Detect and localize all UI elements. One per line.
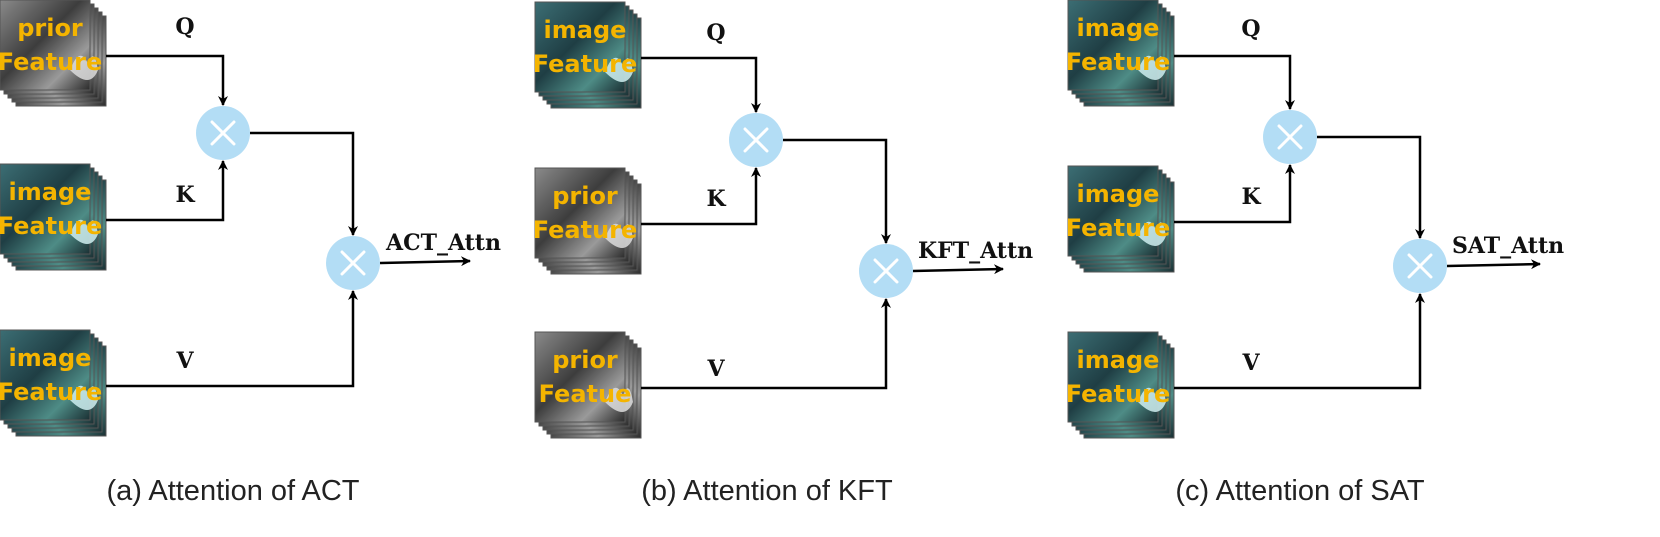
edge-label-q: Q: [1241, 16, 1260, 42]
coral-highlight: [70, 55, 98, 80]
output-arrow: [379, 256, 471, 267]
q-edge: [106, 54, 228, 106]
output-label: SAT_Attn: [1452, 233, 1564, 259]
tile-label: Feature: [1066, 214, 1171, 242]
feature-tile: [0, 163, 91, 255]
tile-label: prior: [552, 182, 618, 210]
feature-tile: [0, 0, 91, 91]
edge-label-k: K: [706, 186, 726, 212]
output-label: ACT_Attn: [385, 230, 501, 256]
output-arrow: [1446, 259, 1541, 270]
feature-tile: [0, 329, 91, 421]
tile-label: image: [1077, 14, 1160, 42]
coral-highlight: [1138, 221, 1166, 246]
k-edge: [641, 167, 761, 226]
edge-label-k: K: [175, 182, 195, 208]
feature-tile: [534, 1, 626, 93]
qk-edge: [783, 138, 891, 244]
coral-highlight: [605, 57, 633, 82]
feature-tile: [1067, 331, 1159, 423]
panel-caption: (a) Attention of ACT: [106, 475, 359, 507]
coral-highlight: [70, 219, 98, 244]
panel-caption: (c) Attention of SAT: [1175, 475, 1425, 507]
coral-highlight: [605, 387, 633, 412]
panel-a: priorFeatureimageFeatureimageFeatureQKVA…: [0, 0, 501, 507]
multiply-icon: [196, 106, 250, 160]
tile-label: prior: [552, 346, 618, 374]
v-edge: [106, 290, 358, 388]
q-edge: [1174, 54, 1295, 110]
qk-edge: [1317, 135, 1425, 239]
coral-highlight: [605, 223, 633, 248]
multiply-icon: [1263, 110, 1317, 164]
tile-label: Feature: [533, 216, 638, 244]
output-arrow: [912, 264, 1004, 275]
tile-label: Feature: [533, 50, 638, 78]
tile-label: image: [1077, 180, 1160, 208]
panel-b: imageFeaturepriorFeaturepriorFeatueQKVKF…: [533, 1, 1033, 507]
tile-label: image: [544, 16, 627, 44]
edge-label-v: V: [175, 348, 194, 374]
tile-label: image: [1077, 346, 1160, 374]
edge-label-q: Q: [175, 14, 194, 40]
v-edge: [1174, 293, 1425, 390]
edge-label-v: V: [706, 356, 725, 382]
feature-tile: [1067, 165, 1159, 257]
coral-highlight: [70, 385, 98, 410]
tile-label: image: [9, 178, 92, 206]
panel-caption: (b) Attention of KFT: [641, 475, 893, 507]
multiply-icon: [326, 236, 380, 290]
output-label: KFT_Attn: [918, 238, 1033, 264]
k-edge: [106, 160, 228, 222]
tile-label: Feature: [0, 212, 102, 240]
tile-label: Feature: [1066, 48, 1171, 76]
coral-highlight: [1138, 387, 1166, 412]
qk-edge: [250, 131, 358, 236]
tile-label: Featue: [539, 380, 632, 408]
panel-c: imageFeatureimageFeatureimageFeatureQKVS…: [1066, 0, 1564, 507]
feature-tile: [1067, 0, 1159, 91]
v-edge: [641, 298, 891, 390]
tile-label: prior: [17, 14, 83, 42]
feature-tile: [534, 167, 626, 259]
multiply-icon: [859, 244, 913, 298]
tile-label: Feature: [1066, 380, 1171, 408]
multiply-icon: [729, 113, 783, 167]
edge-label-v: V: [1241, 350, 1260, 376]
tile-label: Feature: [0, 48, 102, 76]
edge-label-q: Q: [706, 20, 725, 46]
tile-label: Feature: [0, 378, 102, 406]
coral-highlight: [1138, 55, 1166, 80]
q-edge: [641, 56, 761, 113]
k-edge: [1174, 164, 1295, 224]
feature-tile: [534, 331, 626, 423]
multiply-icon: [1393, 239, 1447, 293]
tile-label: image: [9, 344, 92, 372]
edge-label-k: K: [1241, 184, 1261, 210]
